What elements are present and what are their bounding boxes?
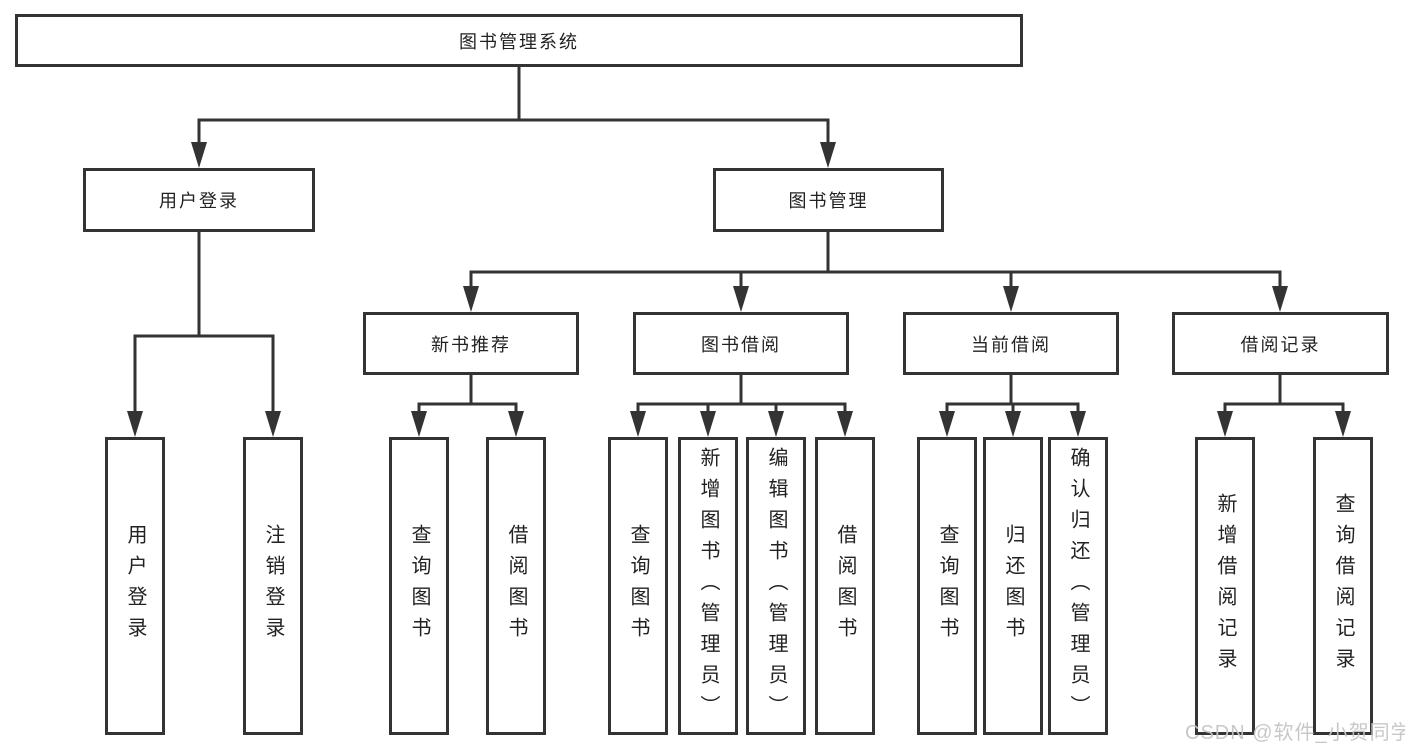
arrowhead (1335, 411, 1351, 437)
arrowhead (1070, 411, 1086, 437)
node-current-borrowing: 当前借阅 (903, 312, 1119, 375)
arrowhead (191, 142, 207, 168)
leaf-query-books-current: 查询图书 (917, 437, 977, 735)
node-label: 图书管理 (788, 191, 869, 211)
arrowhead (630, 411, 646, 437)
arrowhead (700, 411, 716, 437)
node-label: 借阅记录 (1240, 334, 1321, 355)
arrowhead (820, 142, 836, 168)
arrowhead (411, 411, 427, 437)
node-label: 编辑图书（管理员） (765, 446, 787, 726)
arrowhead (733, 286, 749, 312)
arrowhead (265, 411, 281, 437)
node-new-book-recommend: 新书推荐 (363, 312, 579, 375)
edge-book-borrow-children (630, 375, 853, 437)
node-label: 用户登录 (159, 191, 239, 211)
edge-borrow-record-children (1217, 375, 1351, 437)
edge-root-to-level2 (191, 67, 836, 168)
node-label: 借阅图书 (505, 524, 527, 648)
node-label: 用户登录 (124, 524, 146, 648)
arrowhead (508, 411, 524, 437)
edge-new-book-rec-children (411, 375, 524, 437)
leaf-add-books-admin: 新增图书（管理员） (678, 437, 738, 735)
node-label: 借阅图书 (834, 524, 856, 648)
leaf-query-books-recommend: 查询图书 (389, 437, 449, 735)
edge-book-mgmt-children (463, 232, 1288, 312)
leaf-add-borrow-record: 新增借阅记录 (1195, 437, 1255, 735)
node-label: 查询图书 (936, 524, 958, 648)
leaf-query-borrow-record: 查询借阅记录 (1313, 437, 1373, 735)
arrowhead (1272, 286, 1288, 312)
arrowhead (1003, 286, 1019, 312)
node-label: 查询借阅记录 (1332, 493, 1354, 679)
node-label: 新书推荐 (431, 334, 511, 355)
leaf-confirm-return-admin: 确认归还（管理员） (1048, 437, 1108, 735)
edge-current-borrow-children (939, 375, 1086, 437)
node-label: 图书管理系统 (459, 31, 579, 52)
node-book-management: 图书管理 (713, 168, 944, 232)
node-user-login: 用户登录 (83, 168, 315, 232)
arrowhead (939, 411, 955, 437)
edge-user-login-children (127, 232, 281, 437)
arrowhead (837, 411, 853, 437)
leaf-borrow-books-recommend: 借阅图书 (486, 437, 546, 735)
leaf-user-login: 用户登录 (105, 437, 165, 735)
node-borrowing-records: 借阅记录 (1172, 312, 1389, 375)
leaf-borrow-books: 借阅图书 (815, 437, 875, 735)
node-label: 当前借阅 (971, 334, 1051, 355)
node-label: 确认归还（管理员） (1067, 446, 1089, 726)
leaf-query-books-borrow: 查询图书 (608, 437, 668, 735)
csdn-watermark: CSDN @软件_小贺同学 (1185, 722, 1405, 744)
arrowhead (127, 411, 143, 437)
node-label: 归还图书 (1002, 524, 1024, 648)
node-label: 查询图书 (408, 524, 430, 648)
node-book-borrowing: 图书借阅 (633, 312, 849, 375)
node-library-system: 图书管理系统 (15, 14, 1023, 67)
node-label: 注销登录 (262, 524, 284, 648)
node-label: 查询图书 (627, 524, 649, 648)
arrowhead (1217, 411, 1233, 437)
node-label: 新增图书（管理员） (697, 446, 719, 726)
leaf-edit-books-admin: 编辑图书（管理员） (746, 437, 806, 735)
leaf-return-books: 归还图书 (983, 437, 1043, 735)
node-label: 图书借阅 (701, 334, 781, 355)
arrowhead (1005, 411, 1021, 437)
leaf-logout-login: 注销登录 (243, 437, 303, 735)
arrowhead (768, 411, 784, 437)
arrowhead (463, 286, 479, 312)
node-label: 新增借阅记录 (1214, 493, 1236, 679)
